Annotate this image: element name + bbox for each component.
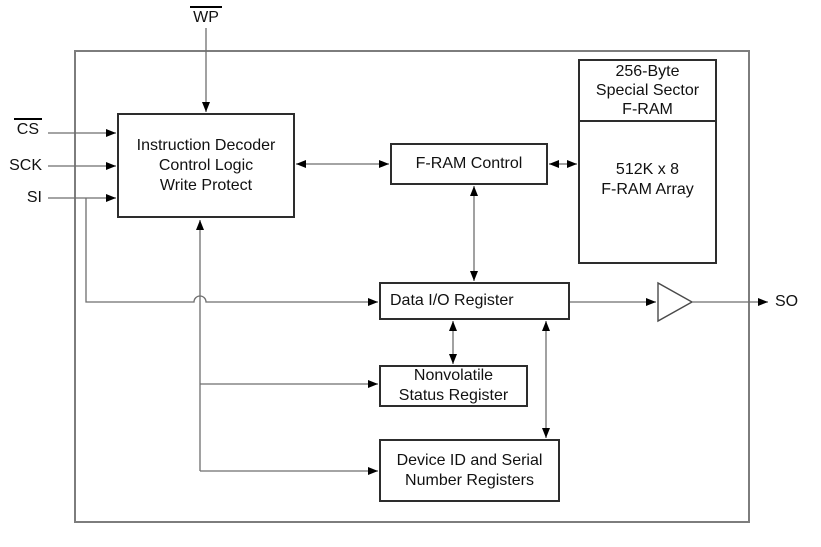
block-label-line: Number Registers xyxy=(405,471,534,489)
si-to-data-io-line xyxy=(85,198,378,306)
wp-pin-text: WP xyxy=(190,6,222,26)
cs-pin-label: CS xyxy=(0,118,42,138)
chip-boundary xyxy=(74,50,750,523)
si-pin-label: SI xyxy=(0,190,42,206)
block-label-line: F-RAM Array xyxy=(601,181,694,198)
fram-memory-block: 256-Byte Special Sector F-RAM 512K x 8 F… xyxy=(578,59,717,264)
nonvolatile-status-register-block: Nonvolatile Status Register xyxy=(379,365,528,407)
block-label-line: Data I/O Register xyxy=(390,292,514,309)
special-sector-compartment: 256-Byte Special Sector F-RAM xyxy=(580,61,715,122)
block-label-line: F-RAM Control xyxy=(415,155,523,172)
sck-pin-label: SCK xyxy=(0,158,42,174)
block-label-line: F-RAM xyxy=(622,101,673,118)
device-id-serial-registers-block: Device ID and Serial Number Registers xyxy=(379,439,560,502)
block-label-line: 512K x 8 xyxy=(615,161,680,178)
instruction-decoder-block: Instruction Decoder Control Logic Write … xyxy=(117,113,295,218)
block-label-line: 256-Byte xyxy=(615,63,680,80)
block-label-line: Control Logic xyxy=(158,156,254,174)
output-buffer-triangle xyxy=(657,281,694,323)
block-label-line: Instruction Decoder xyxy=(136,136,276,154)
block-label-line: Device ID and Serial xyxy=(396,451,543,469)
cs-pin-text: CS xyxy=(13,118,42,138)
block-label-line: Nonvolatile xyxy=(413,367,494,384)
block-label-line: Status Register xyxy=(398,387,509,404)
so-pin-text: SO xyxy=(775,293,799,310)
block-label-line: Special Sector xyxy=(595,82,700,99)
data-io-register-block: Data I/O Register xyxy=(379,282,570,320)
si-pin-text: SI xyxy=(26,189,42,206)
fram-array-compartment: 512K x 8 F-RAM Array xyxy=(580,122,715,262)
so-pin-label: SO xyxy=(775,294,798,310)
block-label-line: Write Protect xyxy=(159,176,253,194)
fram-control-block: F-RAM Control xyxy=(390,143,548,185)
wp-pin-label: WP xyxy=(182,6,230,26)
sck-pin-text: SCK xyxy=(9,157,42,174)
